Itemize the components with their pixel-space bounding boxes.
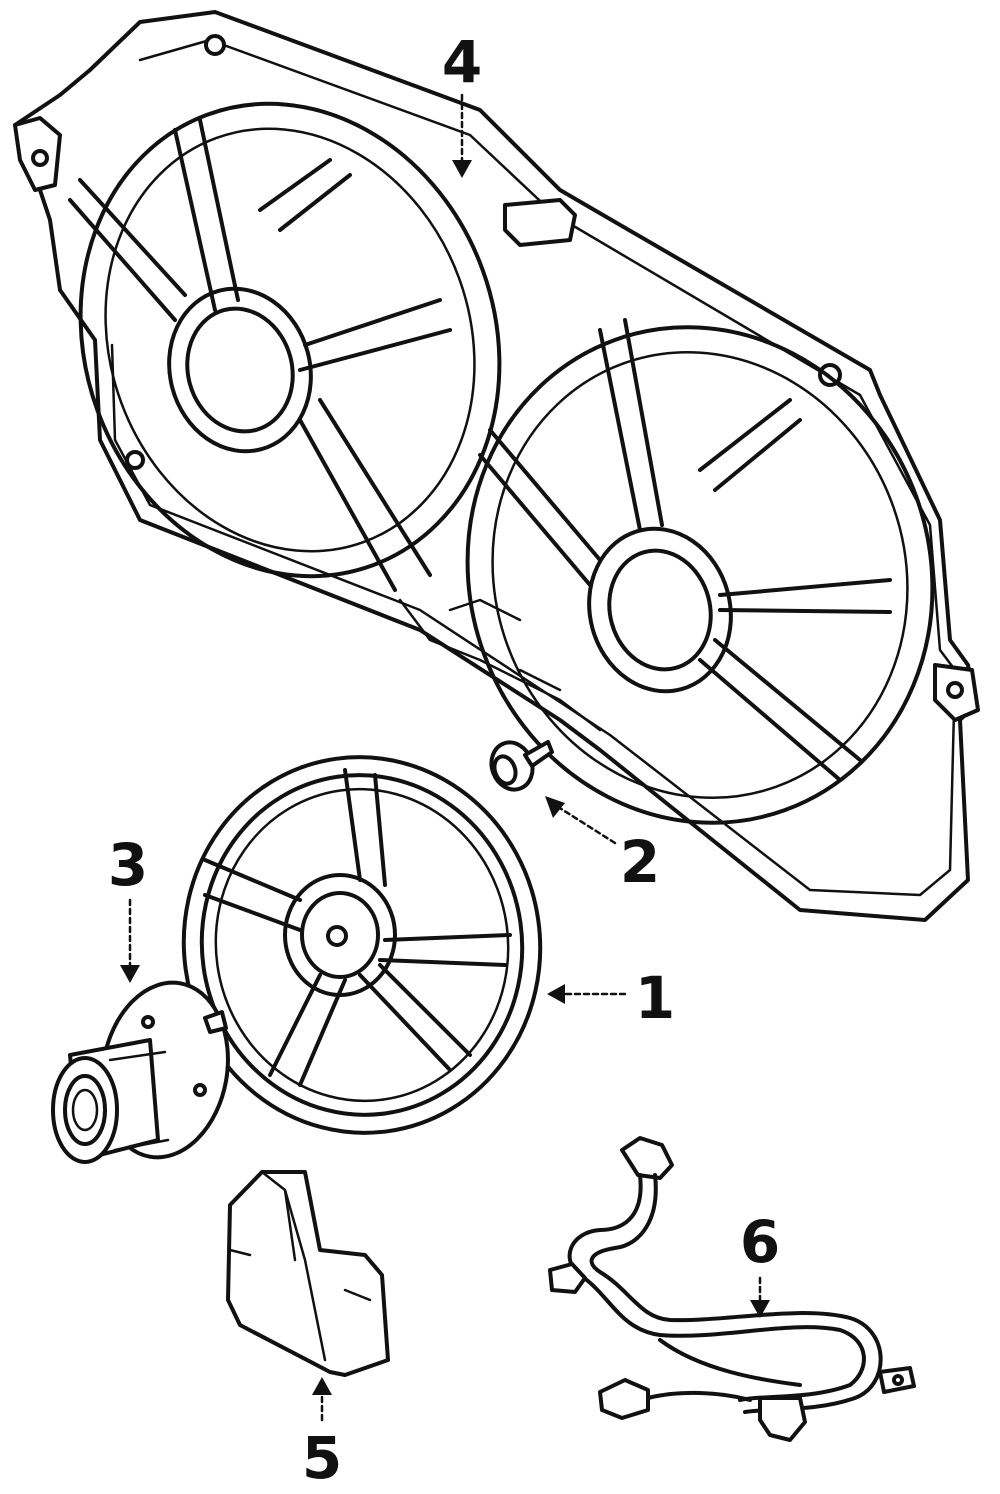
fan-blade — [181, 755, 543, 1135]
fan-shroud — [13, 10, 980, 922]
callout-1: 1 — [635, 964, 675, 1032]
bolt — [489, 740, 554, 792]
callout-arrows — [120, 93, 770, 1422]
callout-2: 2 — [620, 828, 660, 896]
fan-motor — [51, 980, 230, 1164]
callout-5: 5 — [302, 1424, 342, 1492]
callout-6: 6 — [740, 1208, 780, 1276]
wiring-harness — [548, 1136, 916, 1442]
callout-4: 4 — [442, 28, 482, 96]
fan-resistor — [226, 1170, 390, 1377]
callout-3: 3 — [108, 831, 148, 899]
